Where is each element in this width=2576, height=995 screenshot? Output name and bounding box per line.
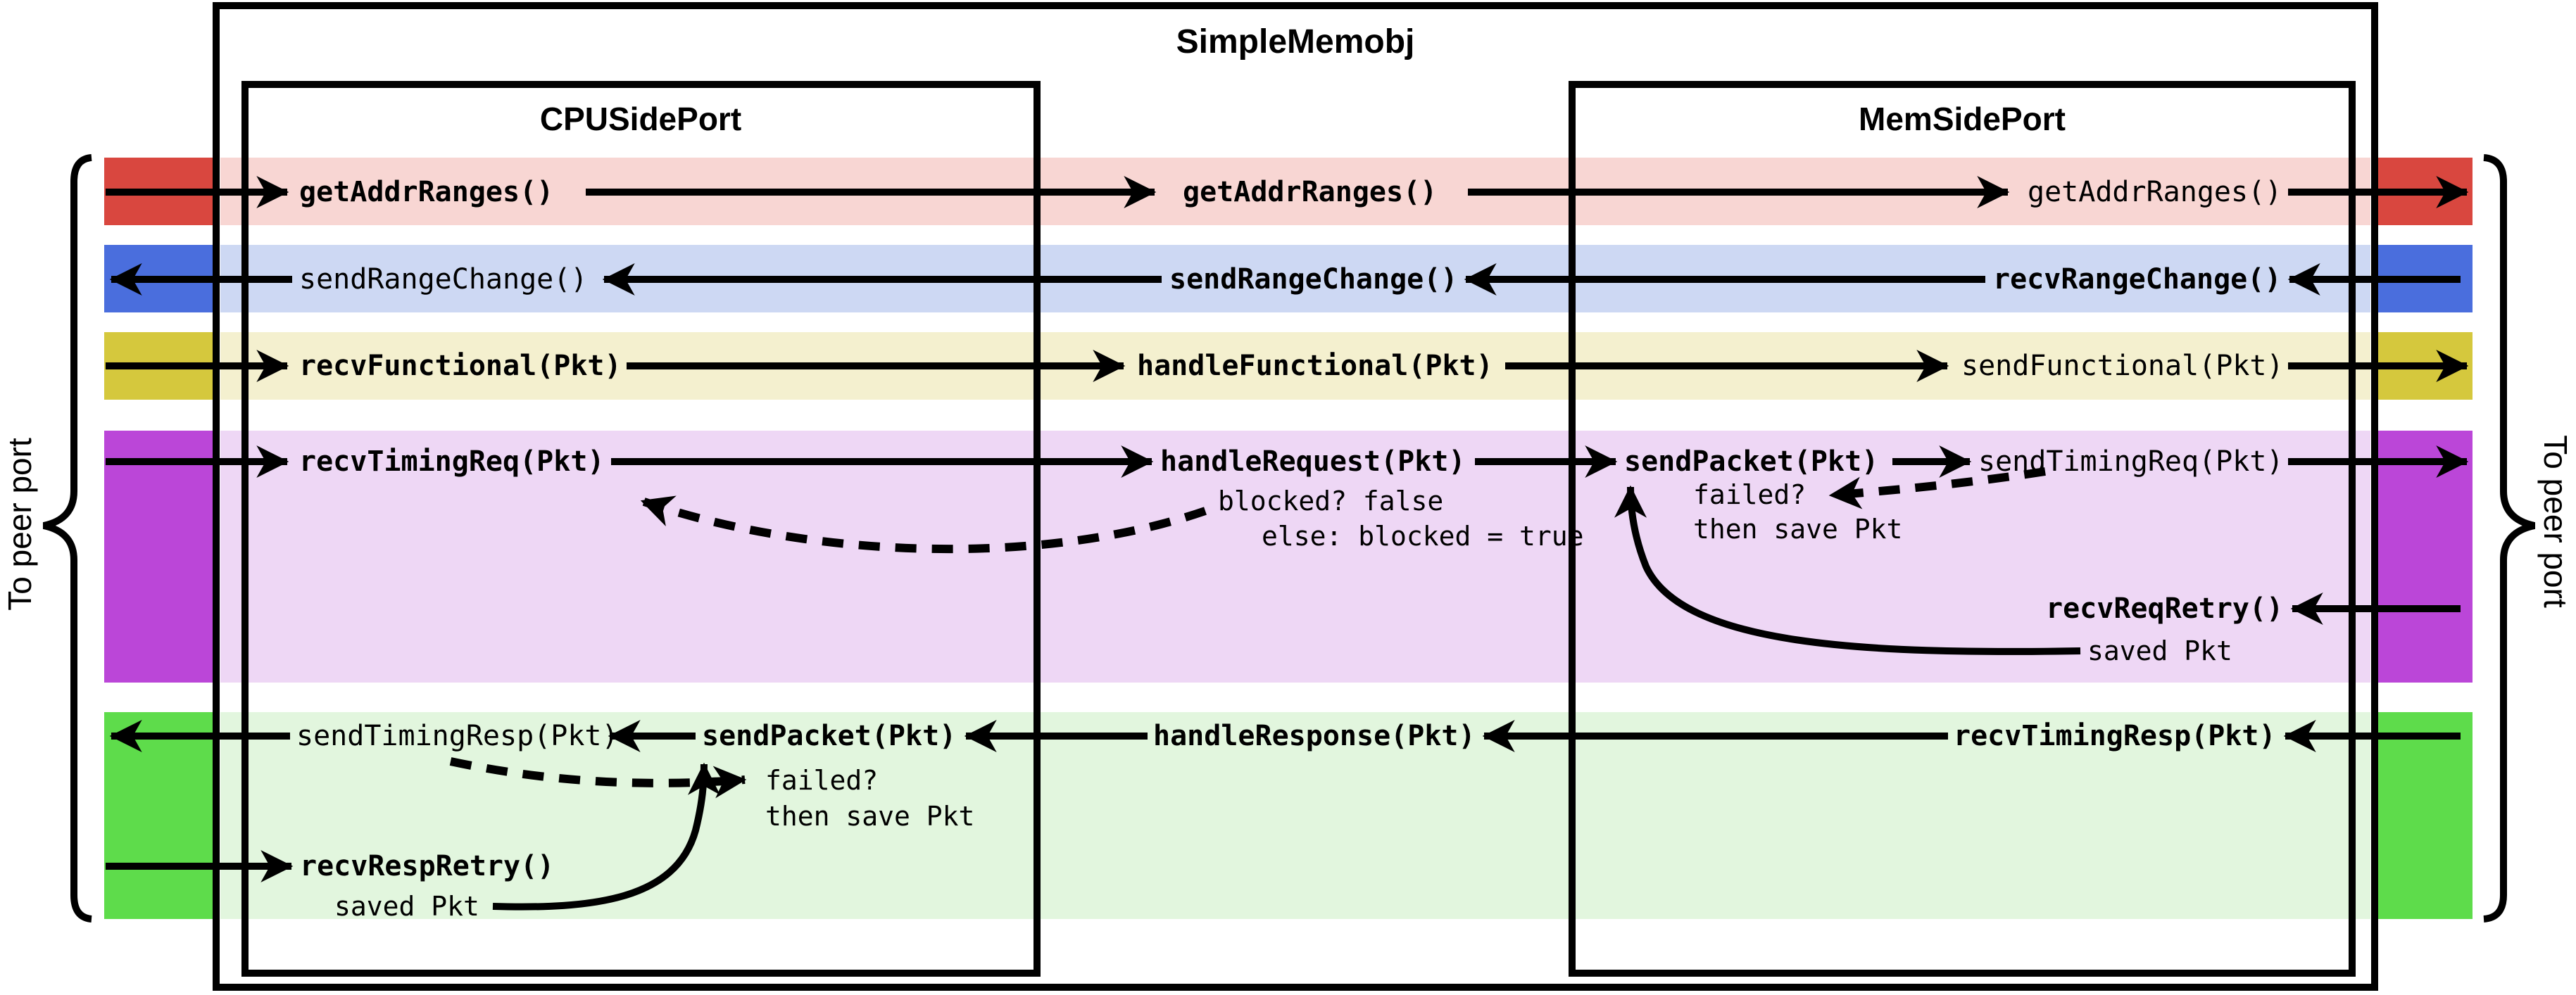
- dashed-arrow-blocked-to-recvtimingreq: [640, 495, 1207, 554]
- label-then-save-req: then save Pkt: [1693, 514, 1903, 545]
- mem-side-port-title: MemSidePort: [1859, 101, 2066, 137]
- left-peer-port-label: To peer port: [1, 438, 38, 611]
- label-handleresponse-obj: handleResponse(Pkt): [1153, 720, 1476, 752]
- label-sendpacket-req: sendPacket(Pkt): [1624, 445, 1879, 478]
- label-blocked-check: blocked? false: [1218, 486, 1444, 516]
- label-getaddrranges-mem: getAddrRanges(): [2028, 176, 2282, 208]
- magenta-row-arrows: [106, 445, 2469, 655]
- lane-timing-request: [220, 431, 2370, 683]
- lane-get-addr-ranges: [220, 158, 2370, 225]
- label-recvtimingreq-cpu: recvTimingReq(Pkt): [299, 445, 605, 478]
- label-recvreqretry-mem: recvReqRetry(): [2046, 592, 2284, 625]
- label-blocked-else: else: blocked = true: [1262, 521, 1584, 552]
- peer-block-left-magenta: [104, 431, 213, 683]
- label-sendtimingresp-cpu: sendTimingResp(Pkt): [296, 720, 619, 752]
- label-getaddrranges-cpu: getAddrRanges(): [299, 176, 554, 208]
- cpu-side-port-title: CPUSidePort: [539, 101, 742, 137]
- lane-range-change: [220, 245, 2370, 312]
- green-row-arrows: [106, 720, 2461, 911]
- label-recvfunctional-cpu: recvFunctional(Pkt): [299, 350, 622, 382]
- label-sendtimingreq-mem: sendTimingReq(Pkt): [1978, 445, 2284, 478]
- cpu-side-port-box: [241, 81, 1041, 977]
- label-sendrangechange-obj: sendRangeChange(): [1169, 263, 1458, 296]
- label-handlerequest-obj: handleRequest(Pkt): [1160, 445, 1466, 478]
- label-handlefunctional-obj: handleFunctional(Pkt): [1137, 350, 1493, 382]
- lane-functional: [220, 332, 2370, 400]
- label-recvrangechange-mem: recvRangeChange(): [1993, 263, 2282, 296]
- diagram-title: SimpleMemobj: [1176, 23, 1415, 61]
- left-brace: [42, 154, 92, 923]
- right-brace: [2483, 154, 2536, 923]
- label-sendrangechange-cpu: sendRangeChange(): [299, 263, 588, 296]
- curve-savedpkt-to-sendpacket-req: [1614, 485, 2081, 655]
- braces: [42, 154, 2536, 923]
- simplememobj-box: [213, 2, 2378, 991]
- label-sendpacket-resp: sendPacket(Pkt): [702, 720, 957, 752]
- label-savedpkt-resp: saved Pkt: [334, 891, 479, 922]
- label-recvtimingresp-mem: recvTimingResp(Pkt): [1954, 720, 2276, 752]
- right-peer-port-label: To peer port: [2537, 435, 2574, 608]
- label-recvrespretry-cpu: recvRespRetry(): [300, 850, 555, 882]
- curve-savedpkt-to-sendpacket-resp: [492, 762, 720, 911]
- label-failed-req: failed?: [1693, 479, 1807, 510]
- label-failed-resp: failed?: [765, 765, 879, 796]
- peer-block-right-green: [2378, 712, 2473, 919]
- label-getaddrranges-obj: getAddrRanges(): [1183, 176, 1438, 208]
- label-sendfunctional-mem: sendFunctional(Pkt): [1961, 350, 2284, 382]
- label-then-save-resp: then save Pkt: [765, 801, 975, 832]
- mem-side-port-box: [1569, 81, 2356, 977]
- label-savedpkt-req: saved Pkt: [2087, 635, 2232, 666]
- lane-timing-response: [220, 712, 2370, 919]
- dashed-arrow-sendtimingreq-failed: [1828, 467, 2046, 509]
